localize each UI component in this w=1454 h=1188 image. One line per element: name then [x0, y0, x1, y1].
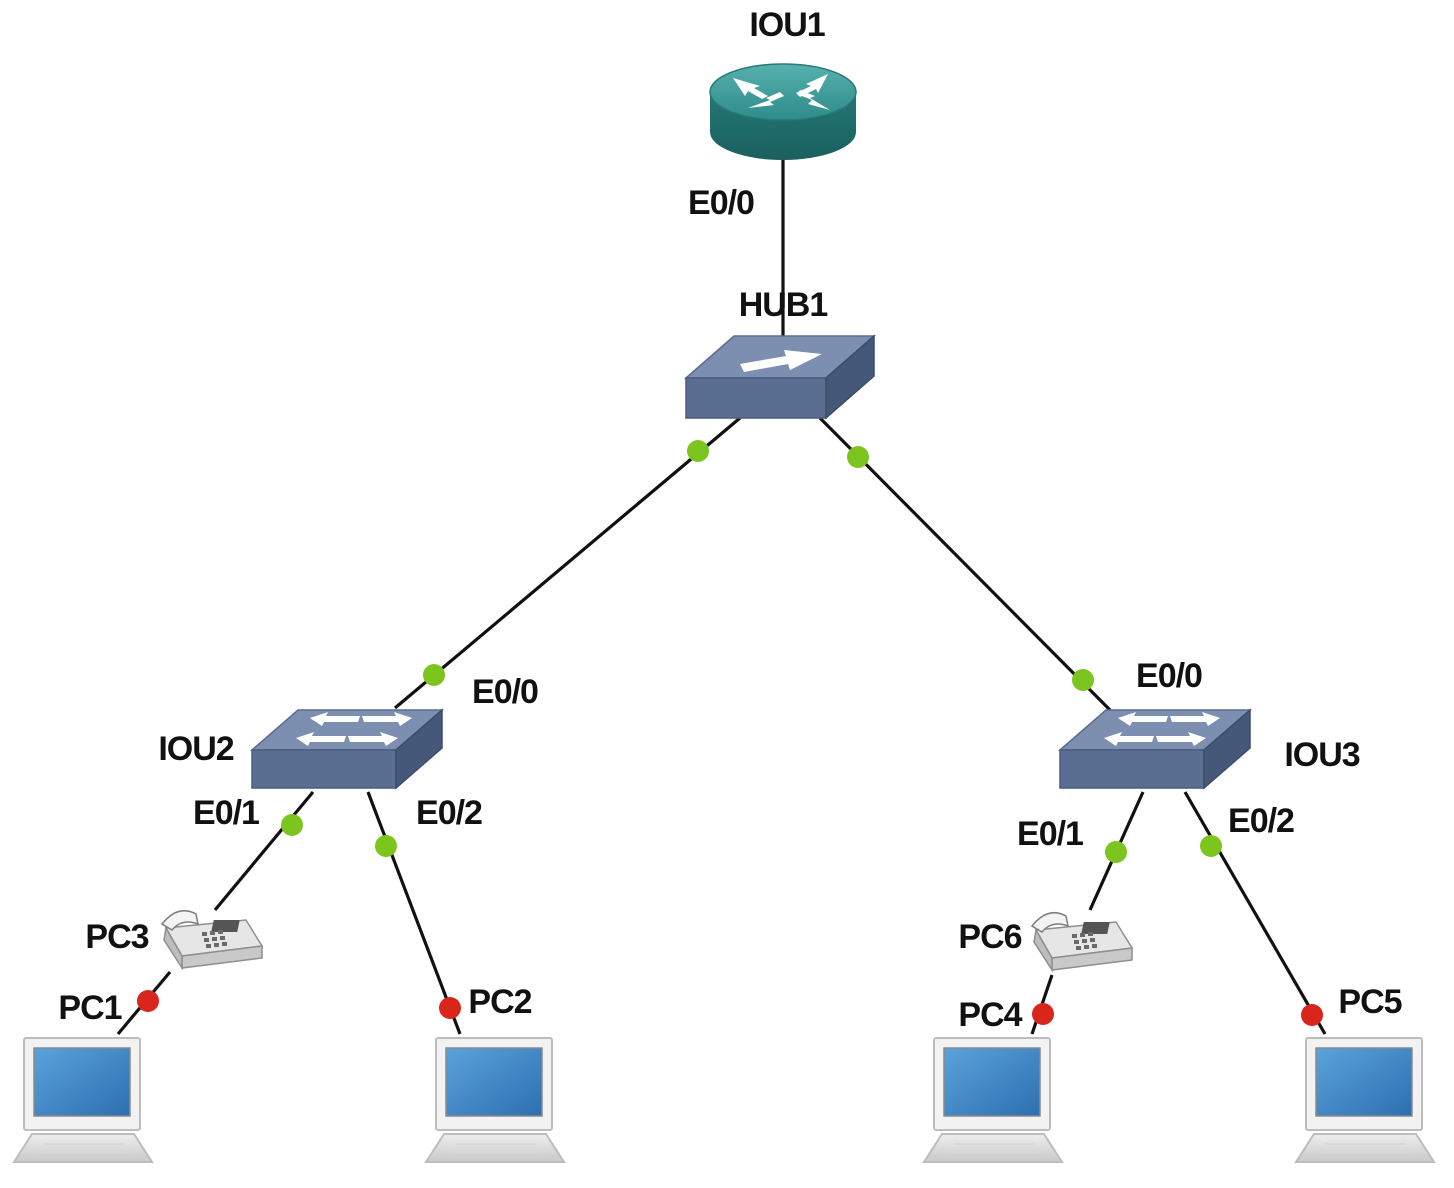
port-label-iou3-e0-1: E0/1: [1017, 815, 1083, 853]
label-pc2: PC2: [468, 983, 531, 1021]
port-labels: E0/0 E0/0 E0/1 E0/2 E0/0 E0/1 E0/2: [193, 184, 1295, 853]
port-label-iou3-e0-2: E0/2: [1228, 802, 1294, 840]
port-label-iou2-e0-2: E0/2: [416, 794, 482, 832]
ip-phone-icon[interactable]: [161, 909, 263, 969]
port-label-iou2-e0-1: E0/1: [193, 794, 259, 832]
status-dot-up: [423, 664, 445, 686]
status-dot-down: [439, 997, 461, 1019]
status-dot-down: [137, 990, 159, 1012]
status-dot-down: [1032, 1003, 1054, 1025]
label-iou2: IOU2: [158, 730, 233, 768]
status-dot-down: [1301, 1004, 1323, 1026]
link-iou2-pc3: [213, 790, 315, 912]
label-pc5: PC5: [1338, 983, 1401, 1021]
port-label-iou1-e0-0: E0/0: [688, 184, 754, 222]
status-dot-up: [281, 814, 303, 836]
hub-icon[interactable]: [684, 334, 876, 420]
ip-phone-icon[interactable]: [1031, 911, 1133, 971]
status-dot-up: [1105, 841, 1127, 863]
status-dot-up: [1200, 835, 1222, 857]
router-icon[interactable]: [709, 63, 857, 160]
label-pc1: PC1: [58, 989, 121, 1027]
switch-icon[interactable]: [1059, 709, 1251, 789]
link-status-dots: [137, 440, 1323, 1026]
label-hub1: HUB1: [739, 286, 828, 324]
port-label-iou3-e0-0: E0/0: [1136, 657, 1202, 695]
laptop-icon[interactable]: [13, 1037, 153, 1163]
status-dot-up: [847, 446, 869, 468]
label-pc4: PC4: [958, 996, 1022, 1034]
laptop-icon[interactable]: [923, 1037, 1063, 1163]
port-label-iou2-e0-0: E0/0: [472, 673, 538, 711]
link-hub1-iou3: [818, 416, 1112, 712]
node-labels: IOU1 HUB1 IOU2 IOU3 PC3 PC6 PC1 PC2 PC4 …: [58, 6, 1402, 1034]
label-iou3: IOU3: [1284, 736, 1359, 774]
label-iou1: IOU1: [749, 6, 824, 44]
links: [116, 160, 1327, 1036]
status-dot-up: [1072, 669, 1094, 691]
label-pc3: PC3: [85, 918, 148, 956]
status-dot-up: [375, 835, 397, 857]
laptop-icon[interactable]: [425, 1037, 565, 1163]
link-iou2-pc2: [366, 791, 462, 1035]
link-iou3-pc5: [1183, 791, 1327, 1035]
status-dot-up: [687, 440, 709, 462]
link-hub1-iou2: [393, 416, 742, 710]
laptop-icon[interactable]: [1295, 1037, 1435, 1163]
label-pc6: PC6: [958, 918, 1021, 956]
switch-icon[interactable]: [251, 709, 443, 789]
